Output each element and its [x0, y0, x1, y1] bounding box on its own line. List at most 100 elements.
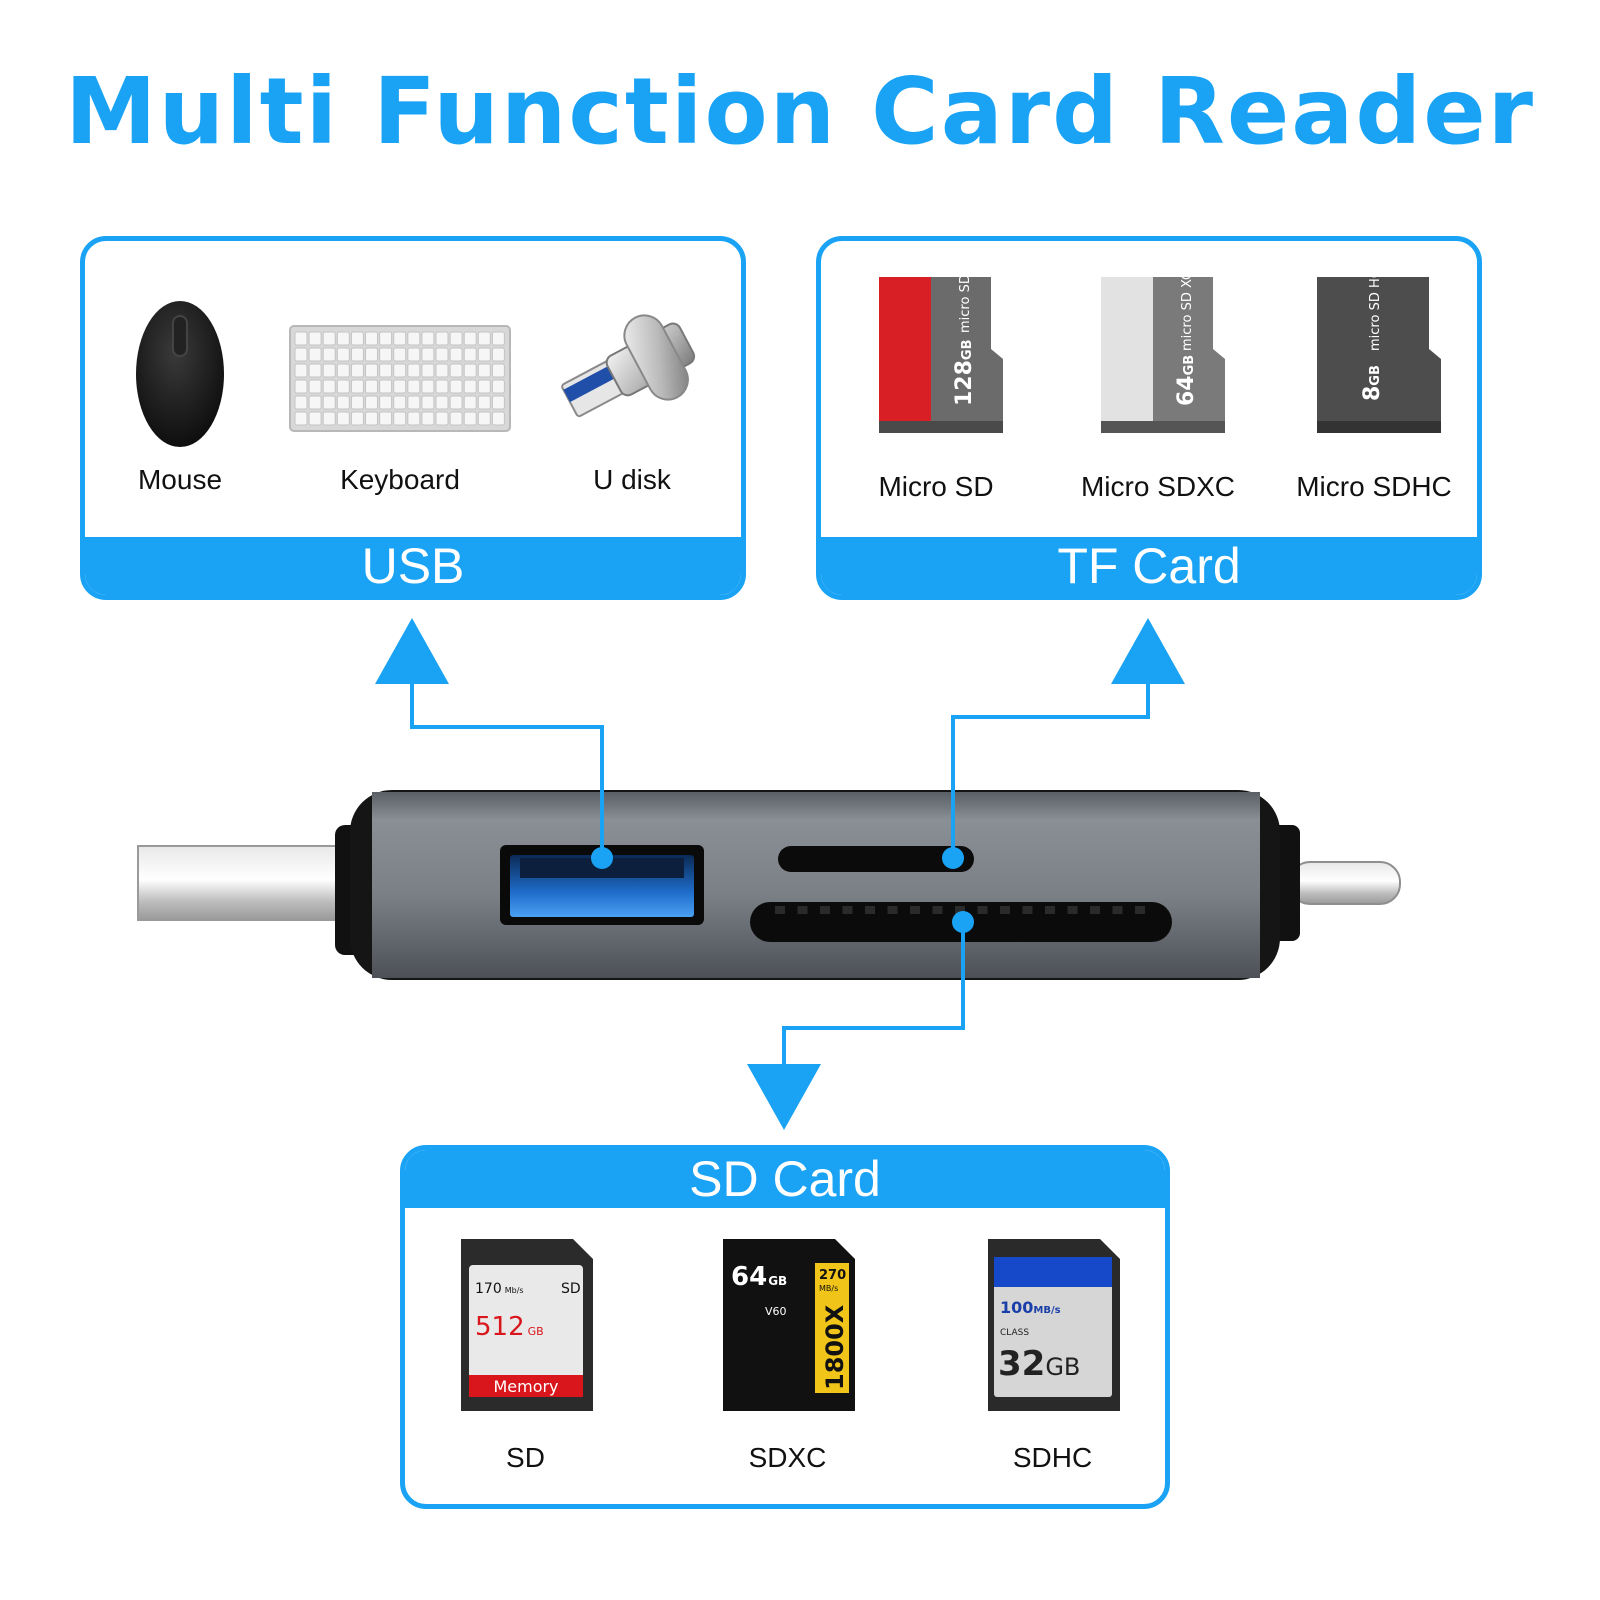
keyboard-key [449, 347, 463, 362]
keyboard-key [491, 379, 505, 394]
tf-card-panel: 128GB micro SD Micro SD 64GB micro SD XC… [816, 236, 1482, 600]
sd-item-label: SDHC [1012, 1442, 1093, 1473]
tf-card-capacity: 8 [1360, 386, 1385, 401]
keyboard-key [463, 347, 477, 362]
keyboard-key [407, 379, 421, 394]
keyboard-key [350, 379, 364, 394]
usb-item-keyboard: Keyboard [285, 296, 515, 516]
sd-item-sdhc: 100MB/s CLASS 32GB SDHC [980, 1235, 1125, 1485]
sd-slot-contact [1135, 906, 1145, 914]
sd-card-capacity: 512 [475, 1312, 525, 1342]
keyboard-key [322, 411, 336, 426]
sd-slot-contact [1112, 906, 1123, 914]
keyboard-key [322, 395, 336, 410]
sdxc-card-capacity: 64 [731, 1262, 767, 1292]
keyboard-key [308, 331, 322, 346]
keyboard-key [407, 331, 421, 346]
keyboard-key [393, 411, 407, 426]
keyboard-key [477, 411, 491, 426]
keyboard-key [477, 395, 491, 410]
keyboard-key [407, 411, 421, 426]
keyboard-key [477, 379, 491, 394]
sdxc-card-rating: 1800X [821, 1304, 849, 1390]
keyboard-key [449, 363, 463, 378]
keyboard-key [308, 363, 322, 378]
sd-card-label-bar: SD Card [405, 1150, 1165, 1208]
keyboard-key [322, 347, 336, 362]
card-reader-body [335, 790, 1280, 980]
keyboard-key [491, 395, 505, 410]
keyboard-key [477, 347, 491, 362]
usb-panel: Mouse Keyboard U disk USB [80, 236, 746, 600]
keyboard-key [477, 363, 491, 378]
usb-c-plug [1266, 825, 1401, 941]
keyboard-key [294, 411, 308, 426]
sdhc-card-capacity: 32 [998, 1344, 1045, 1384]
sd-card-unit: GB [528, 1325, 544, 1338]
keyboard-key [463, 411, 477, 426]
usb-connector-line [410, 682, 604, 858]
keyboard-key [491, 411, 505, 426]
keyboard-key [491, 331, 505, 346]
sdhc-card-class: CLASS [1000, 1328, 1029, 1338]
usb-port [500, 845, 704, 925]
sdhc-card-unit: GB [1045, 1353, 1080, 1381]
sdxc-card-speed-unit: MB/s [819, 1284, 838, 1293]
usb-item-label: Keyboard [340, 464, 460, 495]
keyboard-key [421, 379, 435, 394]
keyboard-key [491, 347, 505, 362]
tf-card-capacity: 64 [1174, 375, 1199, 406]
tf-card-unit: GB [1368, 365, 1383, 386]
keyboard-key [435, 331, 449, 346]
keyboard-key [435, 347, 449, 362]
sdhc-card-speed-unit: MB/s [1033, 1305, 1060, 1316]
keyboard-key [463, 395, 477, 410]
keyboard-key [435, 363, 449, 378]
keyboard-key [294, 331, 308, 346]
sd-slot-contact [775, 906, 785, 914]
tf-item-micro-sd: 128GB micro SD Micro SD [851, 271, 1021, 516]
svg-text:100MB/s: 100MB/s [1000, 1298, 1061, 1317]
sd-item-label: SDXC [748, 1442, 827, 1473]
keyboard-key [435, 379, 449, 394]
keyboard-key [477, 331, 491, 346]
keyboard-key [365, 379, 378, 394]
keyboard-key [294, 363, 308, 378]
sd-connector-line [782, 922, 965, 1065]
sd-item-sdxc: 64GB 270 MB/s 1800X V60 SDXC [715, 1235, 860, 1485]
keyboard-key [435, 395, 449, 410]
sd-arrow-down-icon [747, 1064, 821, 1130]
keyboard-key [308, 347, 322, 362]
keyboard-key [379, 347, 393, 362]
sdxc-card-class: V60 [765, 1305, 787, 1318]
sd-slot-contact [1000, 906, 1010, 914]
usb-item-u-disk: U disk [547, 296, 717, 516]
tf-slot-marker [942, 847, 964, 869]
keyboard-key [449, 331, 463, 346]
tf-card-label-bar: TF Card [821, 537, 1477, 595]
svg-text:64GB: 64GB [1174, 355, 1199, 406]
sdhc-card-speed: 100 [1000, 1298, 1033, 1317]
usb-arrow-up-icon [375, 618, 449, 684]
keyboard-key [379, 395, 393, 410]
sd-slot-contact [910, 906, 920, 914]
keyboard-key [336, 411, 350, 426]
sd-slot-contact [887, 906, 898, 914]
usb-drive-icon [561, 314, 696, 418]
sd-slot-contact [1090, 906, 1100, 914]
sd-card-speed: 170 [475, 1281, 502, 1297]
tf-item-label: Micro SD [878, 471, 994, 502]
keyboard-key [365, 411, 378, 426]
keyboard-key [350, 363, 364, 378]
micro-sdhc-card-icon: 8GB micro SD HC I [1317, 271, 1441, 433]
micro-sd-card-icon: 128GB micro SD [879, 274, 1003, 433]
usb-label-bar: USB [85, 537, 741, 595]
keyboard-key [435, 411, 449, 426]
keyboard-key [379, 411, 393, 426]
keyboard-key [407, 363, 421, 378]
tf-arrow-up-icon [1111, 618, 1185, 684]
